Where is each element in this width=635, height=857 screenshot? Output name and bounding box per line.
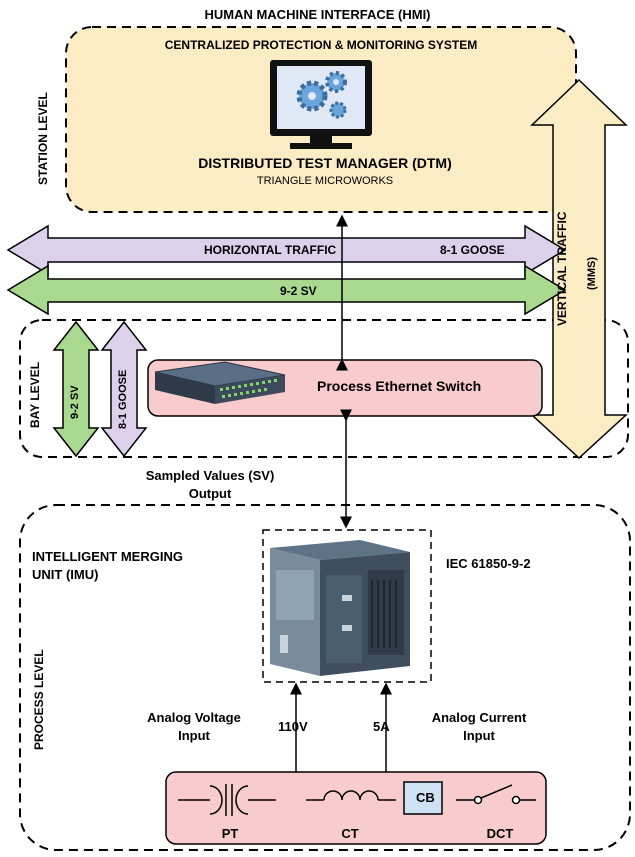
equipment-box (165, 771, 547, 845)
current-value: 5A (373, 719, 390, 734)
vertical-traffic-protocol: (MMS) (586, 257, 598, 290)
sv-output-line1: Sampled Values (SV) (145, 468, 275, 483)
iec-standard-label: IEC 61850-9-2 (446, 556, 531, 571)
bay-sv-label: 9-2 SV (69, 385, 81, 419)
dtm-title: DISTRIBUTED TEST MANAGER (DTM) (198, 155, 452, 171)
cb-label: CB (416, 790, 435, 805)
sv-output-line2: Output (188, 486, 232, 501)
cb-box (403, 781, 443, 815)
current-input-line2: Input (463, 728, 495, 743)
bay-goose-label: 8-1 GOOSE (117, 369, 129, 429)
process-level-box (19, 504, 631, 851)
ethernet-switch-icon (154, 361, 286, 404)
sv-traffic-label: 9-2 SV (280, 284, 317, 298)
bay-level-box (19, 319, 629, 458)
switch-label: Process Ethernet Switch (317, 378, 482, 394)
system-title: CENTRALIZED PROTECTION & MONITORING SYST… (164, 38, 478, 52)
imu-box (262, 529, 432, 683)
vertical-traffic-arrow (530, 78, 628, 460)
current-input-line1: Analog Current (431, 710, 527, 725)
dct-symbol (456, 784, 536, 805)
pt-symbol (178, 784, 276, 816)
dct-label: DCT (486, 826, 514, 841)
process-level-label: PROCESS LEVEL (32, 649, 46, 750)
horizontal-traffic-label: HORIZONTAL TRAFFIC (204, 243, 337, 257)
merging-unit-device-icon (270, 540, 410, 676)
hmi-title: HUMAN MACHINE INTERFACE (HMI) (204, 7, 431, 22)
pt-label: PT (221, 826, 239, 841)
monitor-gears-icon (270, 60, 372, 149)
voltage-value: 110V (278, 719, 308, 734)
bay-level-label: BAY LEVEL (28, 361, 42, 428)
ct-label: CT (341, 826, 359, 841)
vertical-traffic-label: VERTICAL TRAFFIC (555, 211, 569, 326)
voltage-input-line2: Input (178, 728, 210, 743)
sv-horizontal-arrow (6, 264, 567, 316)
goose-traffic-label: 8-1 GOOSE (440, 243, 505, 257)
imu-line2: UNIT (IMU) (32, 567, 99, 582)
bay-goose-arrow (100, 320, 148, 458)
ct-symbol (306, 790, 396, 801)
imu-line1: INTELLIGENT MERGING (32, 549, 183, 564)
voltage-input-line1: Analog Voltage (147, 710, 241, 725)
bay-sv-arrow (52, 320, 100, 458)
dtm-vendor: TRIANGLE MICROWORKS (256, 175, 394, 187)
station-level-label: STATION LEVEL (36, 92, 50, 185)
